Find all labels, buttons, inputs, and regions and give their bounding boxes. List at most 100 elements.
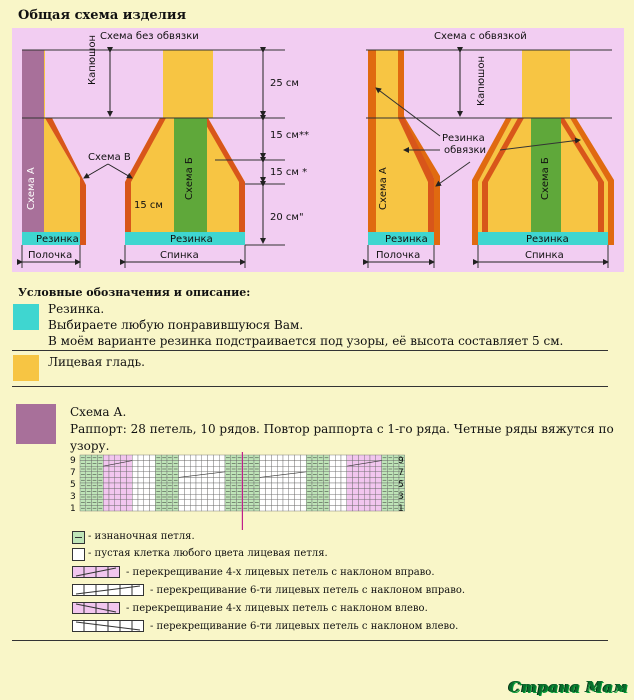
chart-cell (131, 454, 139, 461)
chart-cell (364, 454, 371, 461)
back-label-left: Спинка (160, 250, 199, 261)
chart-cell (375, 465, 382, 472)
trim-label-1: Резинка (442, 133, 485, 144)
chart-cell (189, 471, 197, 478)
chart-cell (271, 488, 278, 495)
chart-cell (335, 505, 342, 512)
rib-title: Резинка. (48, 302, 105, 316)
chart-cell (126, 488, 133, 495)
chart-cell (288, 460, 295, 467)
chart-cell (120, 488, 127, 495)
chart-cell (276, 482, 284, 489)
chart-cell (120, 465, 127, 472)
chart-cell (126, 499, 133, 506)
chart-cell (300, 477, 307, 484)
chart-cell (207, 465, 214, 472)
chart-cell (329, 477, 336, 484)
chart-cell (201, 477, 208, 484)
chart-cell (184, 494, 191, 501)
chart-cell (340, 471, 348, 478)
chart-cell (340, 482, 348, 489)
chart-cell (189, 454, 197, 461)
chart-cell (213, 505, 220, 512)
chart-cell (120, 499, 127, 506)
right-front-rib (368, 232, 434, 245)
chart-cell (213, 482, 220, 489)
chart-cell (271, 465, 278, 472)
chart-cell (131, 482, 139, 489)
chart-cell (340, 494, 348, 501)
chart-cell (340, 454, 348, 461)
knit-symbol (72, 548, 85, 561)
chart-cell (265, 505, 272, 512)
chart-cell (265, 482, 272, 489)
chart-cell (335, 488, 342, 495)
cross6-left-symbol (72, 620, 144, 632)
chart-cell (218, 465, 226, 472)
cross6-left-desc: - перекрещивание 6-ти лицевых петель с н… (150, 621, 459, 632)
rib-label-back-right: Резинка (526, 234, 569, 245)
chart-cell (137, 499, 145, 506)
chart-cell (282, 477, 290, 484)
chart-cell (108, 477, 116, 484)
chart-cell (207, 471, 214, 478)
rib-label-front-right: Резинка (385, 234, 428, 245)
chart-cell (178, 494, 185, 501)
chart-cell (271, 499, 278, 506)
chart-cell (103, 465, 110, 472)
chart-cell (114, 482, 121, 489)
chart-cell (276, 488, 284, 495)
row-number: 3 (70, 492, 76, 502)
divider (12, 350, 608, 351)
chart-cell (178, 505, 185, 512)
chart-cell (340, 488, 348, 495)
chart-cell (375, 454, 382, 461)
chart-cell (271, 471, 278, 478)
chart-cell (218, 505, 226, 512)
row-number: 5 (398, 480, 404, 490)
right-back-rib (478, 232, 608, 245)
chart-cell (358, 482, 365, 489)
chart-cell (259, 460, 266, 467)
divider (12, 386, 608, 387)
chart-cell (352, 494, 359, 501)
row-number: 7 (70, 468, 76, 478)
chart-cell (358, 471, 365, 478)
chart-cell (201, 454, 208, 461)
cross4-left-desc: - перекрещивание 4-х лицевых петель с на… (126, 603, 428, 614)
chart-cell (114, 505, 121, 512)
chart-cell (126, 471, 133, 478)
chart-cell (189, 488, 197, 495)
chart-cell (189, 477, 197, 484)
chart-cell (364, 477, 371, 484)
chart-cell (201, 499, 208, 506)
chart-cell (288, 477, 295, 484)
chart-cell (114, 465, 121, 472)
chart-cell (143, 460, 150, 467)
chart-cell (329, 465, 336, 472)
chart-cell (329, 494, 336, 501)
back-scheme-b (174, 118, 207, 232)
chart-cell (335, 454, 342, 461)
chart-cell (184, 482, 191, 489)
chart-cell (207, 494, 214, 501)
chart-cell (103, 505, 110, 512)
chart-cell (137, 482, 145, 489)
chart-cell (375, 471, 382, 478)
chart-cell (375, 477, 382, 484)
chart-cell (143, 505, 150, 512)
chart-cell (340, 499, 348, 506)
chart-cell (120, 460, 127, 467)
chart-cell (271, 460, 278, 467)
chart-cell (352, 499, 359, 506)
chart-cell (358, 477, 365, 484)
scheme-a-label-left: Схема А (26, 167, 37, 210)
chart-cell (195, 465, 203, 472)
chart-cell (300, 494, 307, 501)
chart-cell (294, 488, 301, 495)
chart-cell (288, 471, 295, 478)
chart-cell (189, 482, 197, 489)
chart-cell (120, 505, 127, 512)
garment-diagram (17, 47, 614, 268)
rib-swatch (13, 304, 39, 330)
